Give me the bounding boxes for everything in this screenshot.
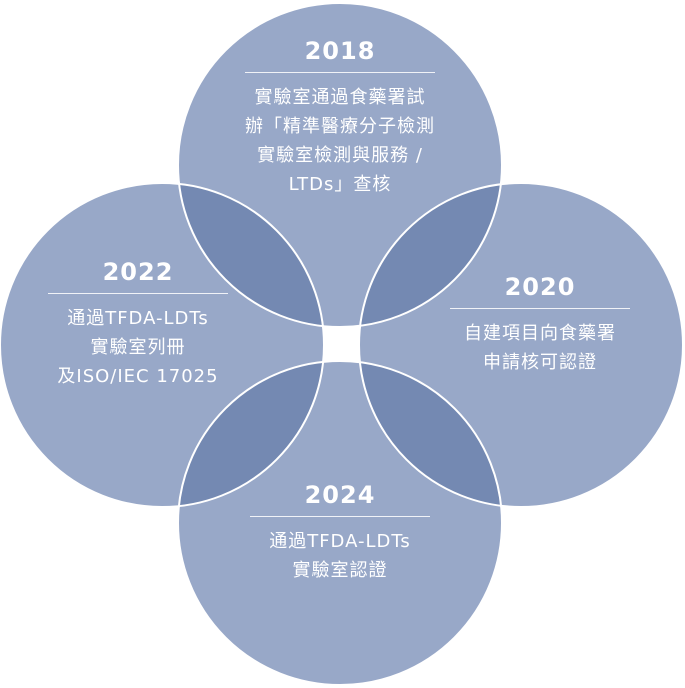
milestone-2022: 2022 通過TFDA-LDTs 實驗室列冊 及ISO/IEC 17025 — [28, 257, 248, 391]
milestone-2024: 2024 通過TFDA-LDTs 實驗室認證 — [230, 480, 450, 585]
outline-2024 — [177, 360, 503, 686]
overlap-2024-2020 — [359, 361, 502, 507]
milestone-text-line: 通過TFDA-LDTs — [269, 531, 411, 552]
milestone-text-line: 自建項目向食藥署 — [464, 323, 616, 344]
milestone-text-line: 申請核可認證 — [483, 352, 597, 373]
milestone-text-line: 辦「精準醫療分子檢測 — [245, 116, 435, 137]
milestone-year: 2022 — [102, 258, 174, 286]
milestone-text-line: 實驗室檢測與服務 / — [257, 145, 423, 166]
milestone-text-line: 及ISO/IEC 17025 — [57, 366, 219, 387]
milestone-text-line: LTDs」查核 — [288, 174, 392, 195]
outline-2022 — [0, 182, 325, 508]
divider-line — [450, 308, 630, 309]
overlap-regions — [178, 183, 502, 507]
overlap-2024-2022 — [178, 361, 324, 507]
divider-line — [245, 72, 435, 73]
milestone-2020: 2020 自建項目向食藥署 申請核可認證 — [430, 272, 650, 377]
divider-line — [48, 293, 228, 294]
overlap-2018-2022 — [178, 183, 324, 327]
milestone-year: 2024 — [304, 481, 376, 509]
milestone-year: 2018 — [304, 37, 376, 65]
overlap-2018-2020 — [359, 183, 502, 327]
milestone-year: 2020 — [504, 273, 576, 301]
outline-2020 — [358, 182, 684, 508]
milestone-2018: 2018 實驗室通過食藥署試 辦「精準醫療分子檢測 實驗室檢測與服務 / LTD… — [190, 36, 490, 199]
milestone-text-line: 實驗室認證 — [292, 560, 388, 581]
outline-2018 — [177, 2, 503, 328]
milestone-text-line: 通過TFDA-LDTs — [67, 308, 209, 329]
divider-line — [250, 516, 430, 517]
milestone-text-line: 實驗室通過食藥署試 — [254, 87, 426, 108]
milestone-text-line: 實驗室列冊 — [90, 337, 186, 358]
